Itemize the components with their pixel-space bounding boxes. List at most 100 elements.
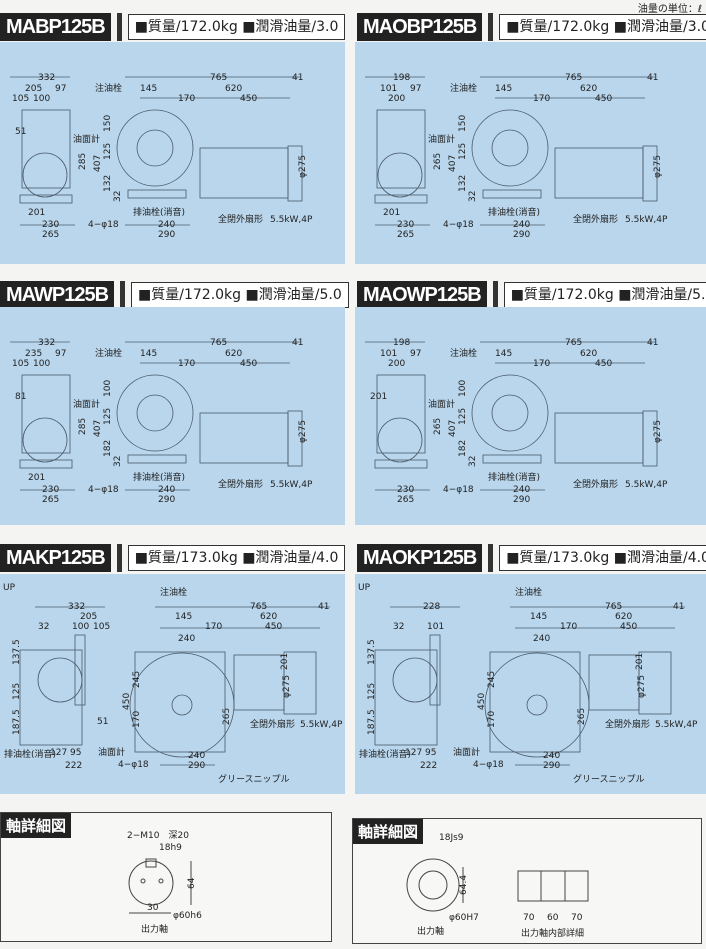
dimension-label: 205 bbox=[80, 612, 98, 622]
dimension-label: 137.5 bbox=[367, 639, 377, 665]
dimension-label: 240 bbox=[158, 485, 176, 495]
motor-body bbox=[199, 412, 289, 464]
dimension-label: 200 bbox=[388, 359, 406, 369]
oil-spec: ■潤滑油量/4.0 bbox=[242, 550, 339, 566]
divider bbox=[120, 281, 126, 309]
fan-cover bbox=[283, 651, 317, 715]
dimension-label: 5.5kW,4P bbox=[300, 720, 343, 730]
output-flange bbox=[377, 152, 423, 198]
divider bbox=[116, 544, 122, 572]
mounting-foot bbox=[127, 454, 187, 464]
dimension-label: 145 bbox=[175, 612, 193, 622]
drawing-lines bbox=[374, 606, 685, 766]
fan-cover bbox=[642, 145, 658, 202]
dimension-label: 132 bbox=[458, 174, 468, 192]
dimension-label: 97 bbox=[55, 349, 67, 359]
dimension-label: 60 bbox=[547, 913, 559, 923]
mass-spec: ■質量/172.0kg bbox=[138, 287, 242, 303]
dimension-label: 200 bbox=[388, 94, 406, 104]
dimension-label: 100 bbox=[458, 379, 468, 397]
output-flange bbox=[22, 152, 68, 198]
dimension-label: 290 bbox=[513, 495, 531, 505]
mounting-foot bbox=[19, 459, 73, 469]
dimension-label: 222 bbox=[65, 761, 83, 771]
dimension-label: 332 bbox=[38, 338, 56, 348]
dimension-label: 620 bbox=[615, 612, 633, 622]
dimension-label: 620 bbox=[260, 612, 278, 622]
dimension-label: 5.5kW,4P bbox=[625, 480, 668, 490]
dimension-label: 245 bbox=[132, 670, 142, 688]
dimension-label: 450 bbox=[620, 622, 638, 632]
model-header: MAOKP125B■質量/173.0kg ■潤滑油量/4.0 bbox=[357, 543, 706, 573]
dimension-label: 排油栓(消音) bbox=[488, 473, 541, 483]
dimension-label: 95 bbox=[70, 748, 82, 758]
dimension-label: 187.5 bbox=[367, 709, 377, 735]
dimension-label: 170 bbox=[533, 359, 551, 369]
dimension-label: 127 bbox=[405, 748, 423, 758]
mass-spec: ■質量/172.0kg bbox=[134, 19, 238, 35]
dimension-label: 125 bbox=[458, 142, 468, 160]
dimension-label: φ275 bbox=[298, 154, 308, 178]
mounting-foot bbox=[19, 194, 73, 204]
dimension-label: 32 bbox=[113, 455, 123, 467]
output-flange bbox=[392, 657, 438, 703]
dimension-label: 125 bbox=[12, 682, 22, 700]
dimension-label: 100 bbox=[72, 622, 90, 632]
dimension-label: 32 bbox=[113, 190, 123, 202]
output-bore bbox=[171, 694, 193, 716]
hollow-shaft-drawing bbox=[406, 858, 589, 912]
drawing-lines bbox=[365, 341, 658, 491]
dimension-label: 170 bbox=[560, 622, 578, 632]
spec-box: ■質量/173.0kg ■潤滑油量/4.0 bbox=[499, 545, 706, 571]
dimension-label: 注油栓 bbox=[95, 349, 123, 359]
dimension-label: 150 bbox=[103, 114, 113, 132]
shaft-detail-box: 軸詳細図 18Js9 64.4 φ60H7 出力軸 70 60 70 出力軸内部… bbox=[352, 818, 702, 944]
mass-spec: ■質量/172.0kg bbox=[510, 287, 614, 303]
dimension-label: 290 bbox=[158, 495, 176, 505]
model-name: MAKP125B bbox=[0, 544, 111, 572]
fan-cover bbox=[642, 410, 658, 467]
side-view-housing bbox=[376, 374, 426, 454]
dimension-label: グリースニップル bbox=[218, 775, 290, 785]
dimension-label: 全閉外扇形 bbox=[573, 215, 619, 225]
motor-body bbox=[554, 147, 644, 199]
dimension-label: 100 bbox=[103, 379, 113, 397]
oil-spec: ■潤滑油量/4.0 bbox=[613, 550, 706, 566]
dimension-label: 290 bbox=[188, 761, 206, 771]
spec-box: ■質量/172.0kg ■潤滑油量/3.0 bbox=[127, 14, 346, 40]
dimension-label: 81 bbox=[15, 392, 27, 402]
dimension-label: 注油栓 bbox=[515, 588, 543, 598]
dimension-label: φ275 bbox=[653, 419, 663, 443]
dimension-label: 228 bbox=[423, 602, 441, 612]
dimension-label: 265 bbox=[222, 707, 232, 725]
dimension-label: 240 bbox=[188, 751, 206, 761]
dimension-label: 油面計 bbox=[453, 748, 481, 758]
shaft-detail-title: 軸詳細図 bbox=[1, 813, 72, 838]
dimension-label: 5.5kW,4P bbox=[625, 215, 668, 225]
dimension-label: 407 bbox=[448, 419, 458, 437]
dimension-label: 全閉外扇形 bbox=[605, 720, 651, 730]
dimension-label: 排油栓(消音) bbox=[4, 750, 57, 760]
mass-spec: ■質量/173.0kg bbox=[134, 550, 238, 566]
spec-box: ■質量/172.0kg ■潤滑油量/3.0 bbox=[499, 14, 706, 40]
dimension-label: 注油栓 bbox=[450, 84, 478, 94]
hollow-shaft-bore bbox=[418, 870, 448, 900]
caption: 出力軸 bbox=[141, 925, 169, 935]
dimension-label: 765 bbox=[565, 73, 583, 83]
mounting-plate bbox=[489, 651, 581, 753]
dimension-label: 765 bbox=[250, 602, 268, 612]
mounting-foot bbox=[482, 189, 542, 199]
dimension-label: 407 bbox=[93, 419, 103, 437]
dimension-label: 4−φ18 bbox=[118, 760, 149, 770]
dimension-label: 油面計 bbox=[428, 135, 456, 145]
dimension-label: 41 bbox=[647, 73, 659, 83]
dimension-label: 182 bbox=[458, 439, 468, 457]
dimension-label: 450 bbox=[595, 359, 613, 369]
dimension-label: 170 bbox=[487, 710, 497, 728]
height-label: 64 bbox=[187, 877, 197, 889]
dimension-label: 5.5kW,4P bbox=[270, 215, 313, 225]
side-view-housing bbox=[21, 109, 71, 189]
